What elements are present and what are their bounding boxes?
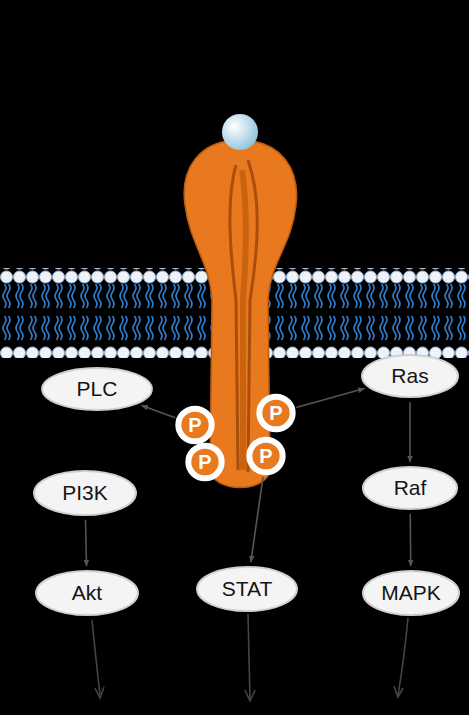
phosphate-circle: P bbox=[188, 445, 222, 479]
signal-arrow bbox=[85, 520, 88, 566]
protein-label: Raf bbox=[394, 476, 427, 500]
protein-label: PLC bbox=[77, 377, 118, 401]
protein-label: PI3K bbox=[62, 481, 108, 505]
signal-arrow bbox=[142, 405, 176, 417]
protein-ellipse: PI3K bbox=[33, 470, 137, 516]
signal-arrow bbox=[251, 477, 263, 562]
phosphate-circle: P bbox=[178, 408, 212, 442]
signal-arrow bbox=[296, 389, 364, 408]
receptor bbox=[184, 140, 296, 488]
phosphate-circle: P bbox=[259, 396, 293, 430]
signal-arrow bbox=[409, 514, 411, 566]
protein-ellipse: Raf bbox=[362, 466, 458, 510]
protein-label: MAPK bbox=[381, 581, 441, 605]
downstream-arrows bbox=[92, 614, 408, 701]
phosphate-circle: P bbox=[249, 439, 283, 473]
protein-ellipse: STAT bbox=[196, 566, 298, 612]
protein-label: STAT bbox=[222, 577, 273, 601]
ligand bbox=[222, 114, 258, 150]
protein-ellipse: MAPK bbox=[362, 570, 460, 616]
protein-ellipse: Ras bbox=[361, 354, 459, 398]
phosphate-label: P bbox=[188, 414, 201, 437]
phosphate-label: P bbox=[269, 402, 282, 425]
protein-label: Ras bbox=[391, 364, 428, 388]
protein-ellipse: Akt bbox=[35, 570, 139, 616]
protein-label: Akt bbox=[72, 581, 102, 605]
signal-arrow bbox=[409, 402, 411, 462]
phosphate-label: P bbox=[259, 445, 272, 468]
protein-ellipse: PLC bbox=[41, 367, 153, 411]
phosphate-label: P bbox=[198, 451, 211, 474]
